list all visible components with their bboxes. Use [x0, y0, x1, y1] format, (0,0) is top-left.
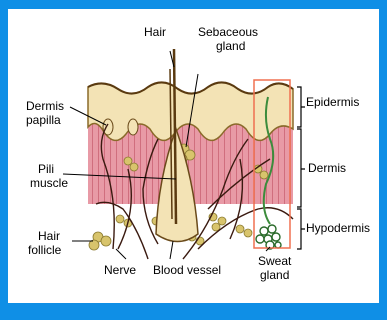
- label-hair-follicle: Hair follicle: [28, 229, 61, 257]
- sweat-gland-coil: [256, 225, 281, 249]
- label-nerve: Nerve: [104, 263, 136, 277]
- label-sweat-gland: Sweat gland: [258, 254, 291, 282]
- diagram-panel: Hair Sebaceous gland Dermis papilla Pili…: [8, 9, 379, 303]
- label-hair: Hair: [144, 25, 166, 39]
- layer-brackets: [297, 87, 305, 249]
- label-pili-muscle: Pili muscle: [30, 162, 68, 190]
- label-blood-vessel: Blood vessel: [153, 263, 221, 277]
- skin-cross-section-illustration: [8, 9, 379, 303]
- label-dermis-papilla: Dermis papilla: [26, 99, 64, 127]
- label-epidermis: Epidermis: [306, 95, 359, 109]
- label-dermis: Dermis: [308, 161, 346, 175]
- label-sebaceous-gland: Sebaceous gland: [198, 25, 258, 53]
- label-hypodermis: Hypodermis: [306, 221, 370, 235]
